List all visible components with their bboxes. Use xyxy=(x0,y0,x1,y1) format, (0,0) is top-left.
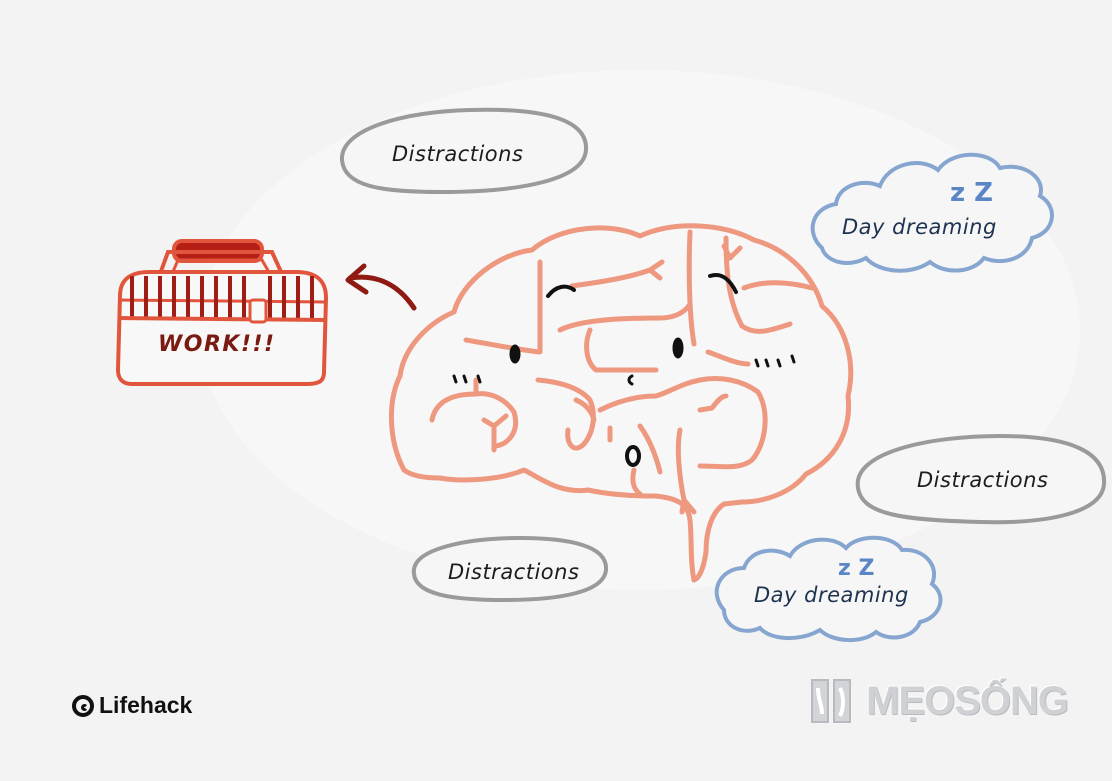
daydream-cloud-1 xyxy=(810,152,1054,273)
sleep-z-icon: z Z xyxy=(950,178,994,208)
meosong-logo-icon xyxy=(811,679,851,723)
sleep-z-icon: z Z xyxy=(838,556,875,581)
distraction-label-2: Distractions xyxy=(917,468,1049,492)
brain-illustration xyxy=(388,223,854,583)
meosong-watermark: MẸOSỐNG xyxy=(804,674,1069,728)
brain-face xyxy=(452,273,796,467)
daydream-cloud-2 xyxy=(714,535,943,643)
distraction-label-1: Distractions xyxy=(392,142,524,166)
lifehack-logo-icon xyxy=(72,694,94,717)
daydream-label-1: Day dreaming xyxy=(842,215,997,239)
distraction-bubble-3 xyxy=(411,535,609,603)
lifehack-logo: Lifehack xyxy=(72,692,192,719)
meosong-watermark-text: MẸOSỐNG xyxy=(866,678,1069,723)
work-label: WORK!!! xyxy=(158,332,276,357)
lifehack-logo-text: Lifehack xyxy=(99,692,193,718)
distraction-bubble-1 xyxy=(339,107,589,195)
distraction-bubble-2 xyxy=(855,433,1107,525)
distraction-label-3: Distractions xyxy=(448,560,580,584)
brain-outline xyxy=(388,223,854,583)
toolbox-icon xyxy=(115,239,329,386)
arrow-icon xyxy=(345,263,417,311)
daydream-label-2: Day dreaming xyxy=(754,583,909,607)
